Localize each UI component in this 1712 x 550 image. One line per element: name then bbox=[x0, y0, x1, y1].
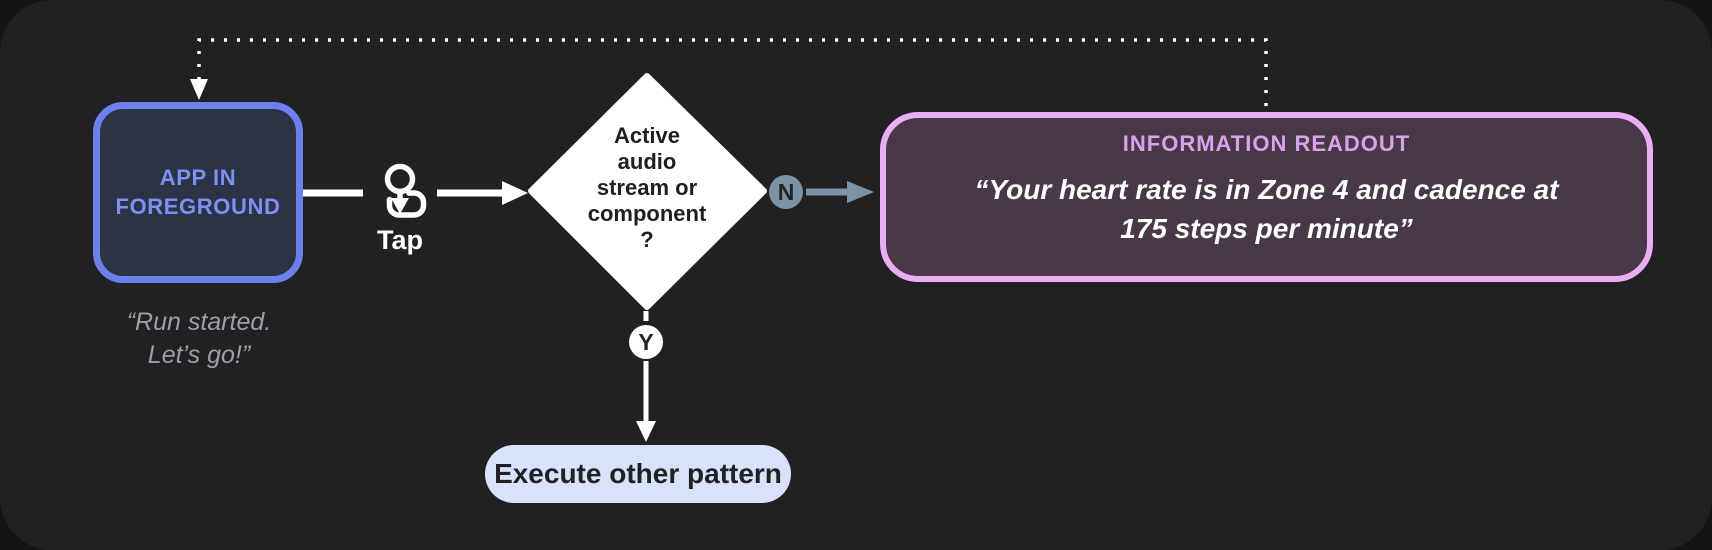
app-in-foreground-node: APP IN FOREGROUND bbox=[93, 102, 303, 283]
app-node-label: APP IN FOREGROUND bbox=[115, 164, 281, 219]
yes-badge-letter: Y bbox=[638, 328, 654, 355]
information-readout-node: INFORMATION READOUT “Your heart rate is … bbox=[880, 112, 1653, 282]
tap-label: Tap bbox=[377, 225, 423, 255]
decision-label: Active audio stream or component ? bbox=[587, 123, 707, 252]
execute-other-pattern-node: Execute other pattern bbox=[485, 445, 791, 503]
readout-quote: “Your heart rate is in Zone 4 and cadenc… bbox=[974, 174, 1559, 245]
execute-pill-label: Execute other pattern bbox=[494, 458, 782, 489]
readout-title: INFORMATION READOUT bbox=[1122, 131, 1411, 156]
no-badge-letter: N bbox=[777, 178, 795, 205]
app-node-voice-caption: “Run started. Let’s go!” bbox=[126, 308, 272, 369]
